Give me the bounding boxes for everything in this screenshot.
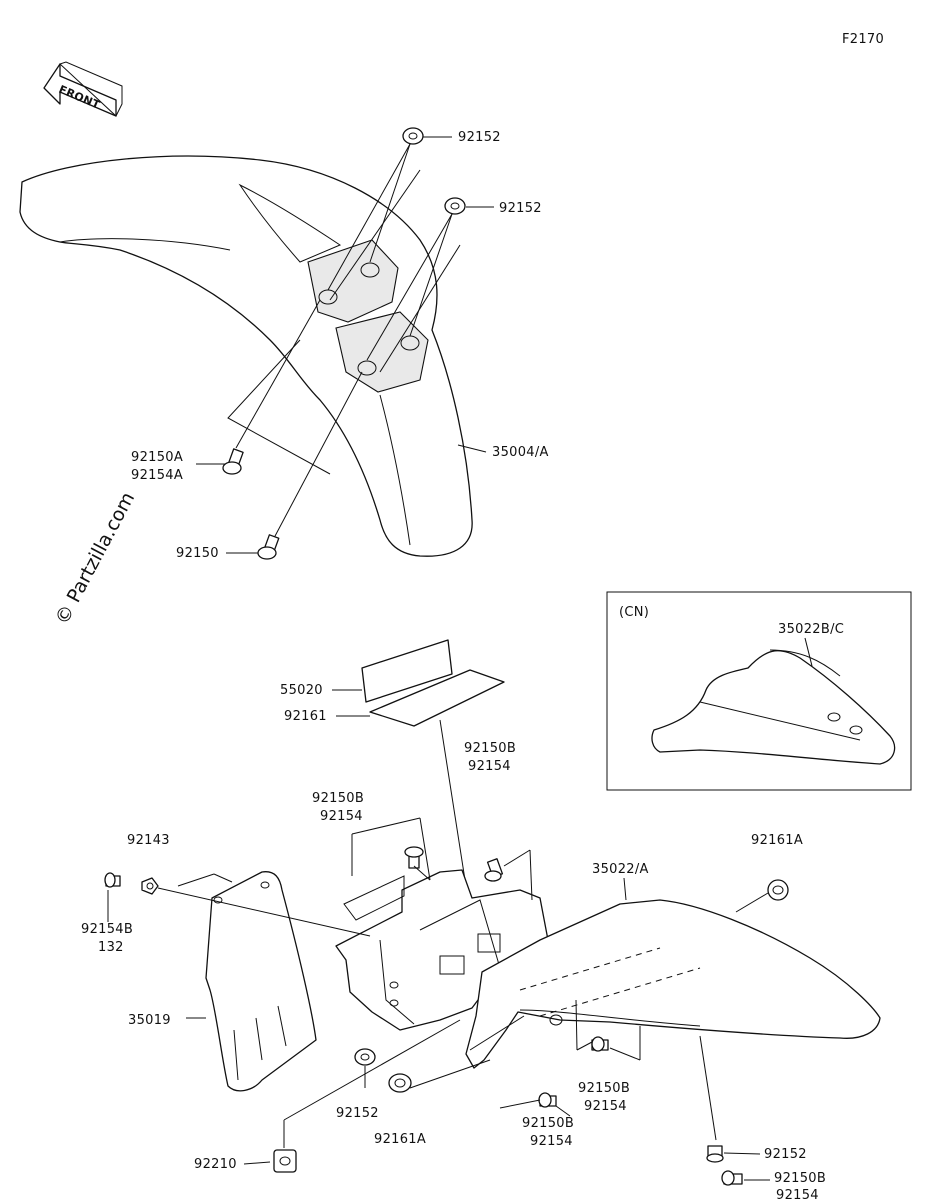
label-35022BC: 35022B/C <box>778 622 844 637</box>
front-arrow-icon: FRONT <box>43 61 123 117</box>
figure-code: F2170 <box>842 32 884 47</box>
label-92150B-b3: 92150B <box>774 1171 826 1186</box>
label-92152-mid: 92152 <box>499 201 542 216</box>
label-92150B-r1: 92150B <box>464 741 516 756</box>
label-92150B-b1: 92150B <box>522 1116 574 1131</box>
label-92150B-l1: 92150B <box>312 791 364 806</box>
label-35022A: 35022/A <box>592 862 649 877</box>
grommet-92161A-bottom <box>388 1073 412 1093</box>
label-92152-bot: 92152 <box>336 1106 379 1121</box>
label-92154-l1: 92154 <box>320 809 363 824</box>
label-92154-r1: 92154 <box>468 759 511 774</box>
label-92154-b3: 92154 <box>776 1188 819 1200</box>
label-92150A: 92150A <box>131 450 183 465</box>
bolt-92150B-bottom-1 <box>538 1092 557 1108</box>
front-fender-35004 <box>19 155 473 557</box>
label-92161A-bot: 92161A <box>374 1132 426 1147</box>
bolt-92150B-bottom-2 <box>591 1036 609 1052</box>
clip-92152-bottom-right <box>706 1145 724 1163</box>
label-35019: 35019 <box>128 1013 171 1028</box>
bolt-92154B <box>104 872 121 888</box>
label-92154B: 92154B <box>81 922 133 937</box>
label-plate-55020 <box>361 639 453 703</box>
label-92161A-r: 92161A <box>751 833 803 848</box>
mud-flap-35019 <box>205 871 317 1092</box>
leader-lines-fender <box>196 136 494 554</box>
bolt-92150B-upper-right <box>484 858 504 882</box>
label-55020: 55020 <box>280 683 323 698</box>
bolt-92150A <box>222 448 244 475</box>
nut-92210 <box>273 1149 297 1173</box>
grommet-92161A-right <box>767 879 789 901</box>
label-132: 132 <box>98 940 124 955</box>
washer-92152-mid <box>444 197 466 215</box>
label-35004: 35004/A <box>492 445 549 460</box>
cn-variant-box: (CN) 35022B/C <box>606 591 912 791</box>
rear-fender-35022 <box>465 899 881 1069</box>
label-92154-b1: 92154 <box>530 1134 573 1149</box>
watermark: © Partzilla.com <box>51 489 139 629</box>
bolt-92150B-bottom-3 <box>721 1170 743 1186</box>
nut-92143 <box>141 877 159 895</box>
label-92152-top: 92152 <box>458 130 501 145</box>
label-92152-br: 92152 <box>764 1147 807 1162</box>
label-92150: 92150 <box>176 546 219 561</box>
label-92210: 92210 <box>194 1157 237 1172</box>
label-92150B-b2: 92150B <box>578 1081 630 1096</box>
label-92154-b2: 92154 <box>584 1099 627 1114</box>
label-92143: 92143 <box>127 833 170 848</box>
pad-92161 <box>369 669 505 727</box>
label-92161: 92161 <box>284 709 327 724</box>
bolt-92150B-upper-left <box>404 846 424 869</box>
bolt-92150 <box>257 534 280 560</box>
leader-lines-rear <box>107 817 770 1181</box>
cn-box-label: (CN) <box>619 605 649 620</box>
washer-92152-top <box>402 127 424 145</box>
washer-92152-bottom <box>354 1048 376 1066</box>
label-92154A: 92154A <box>131 468 183 483</box>
